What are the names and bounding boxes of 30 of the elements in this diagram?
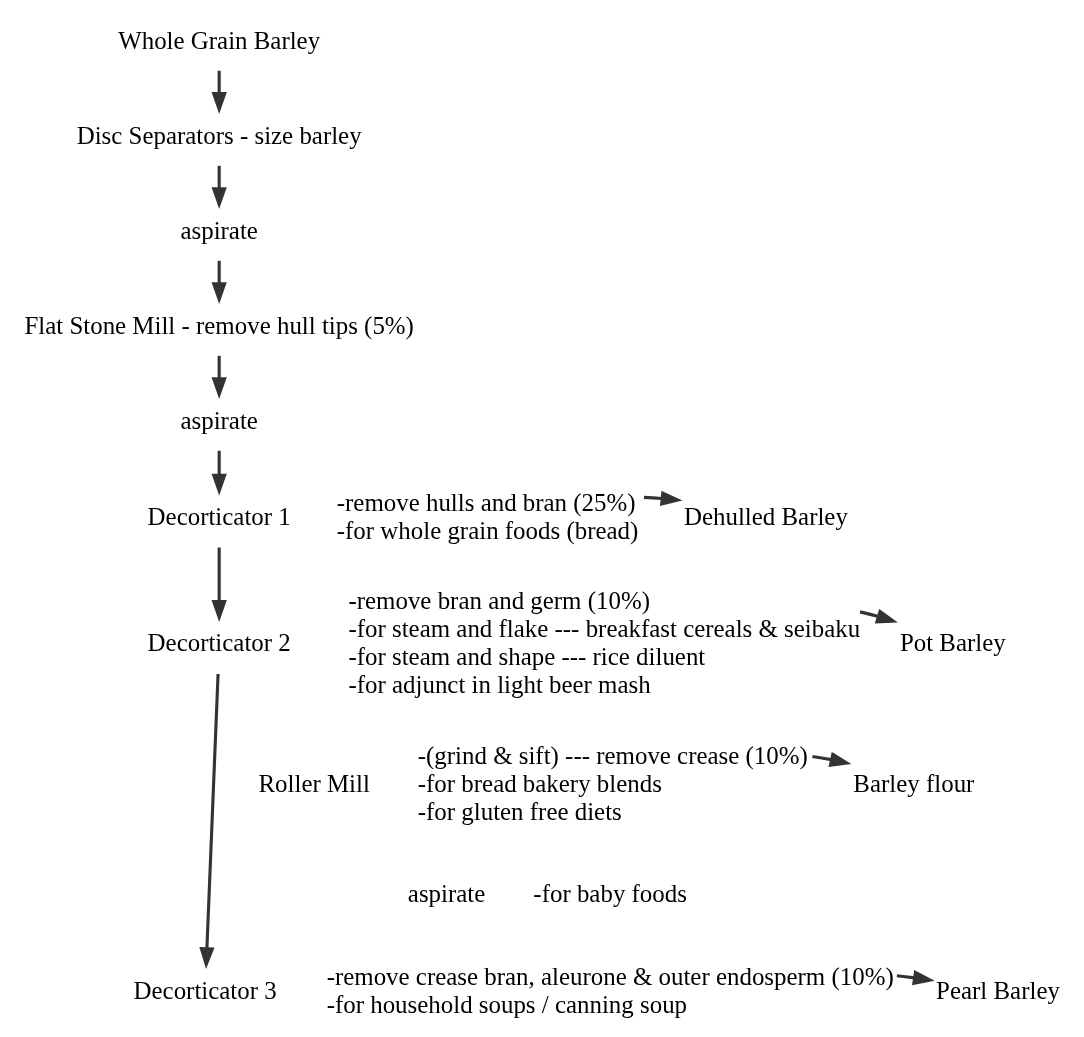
arrow [211,70,227,114]
arrow [896,970,935,986]
node-text: -(grind & sift) --- remove crease (10%) -for bread bakery blends -for gluten free diets [417,741,808,825]
node-text: aspirate [180,406,258,434]
node-text: Barley flour [853,769,975,797]
arrow [211,355,227,400]
node-text: -remove crease bran, aleurone & outer endosperm (10%) -for household soups / canning soup [326,962,894,1018]
arrow [812,751,852,767]
node-text: Whole Grain Barley [118,26,321,54]
node-text: Dehulled Barley [683,503,848,531]
node-text: Roller Mill [258,769,370,797]
node-text: Decorticator 2 [147,629,291,657]
node-text: aspirate [180,216,258,244]
arrow [859,608,898,624]
arrow [199,673,220,970]
node-text: -remove hulls and bran (25%) -for whole grain foods (bread) [336,489,639,545]
node-text: Disc Separators - size barley [76,121,362,149]
node-text: Flat Stone Mill - remove hull tips (5%) [24,311,414,339]
node-text: Decorticator 1 [147,503,291,531]
arrow [211,260,227,304]
arrow [211,547,227,622]
node-text: -for baby foods [533,880,687,908]
node-text: Pearl Barley [936,976,1060,1004]
node-text: aspirate [407,880,486,908]
arrow [211,165,227,209]
arrow [211,450,227,496]
arrow [643,490,683,506]
node-text: Pot Barley [899,629,1006,657]
node-text: -remove bran and germ (10%) -for steam and flake --- breakfast cereals & seibaku -for steam and shape --- rice diluent -for adjunct in light beer mash [348,587,861,699]
node-text: Decorticator 3 [133,976,277,1004]
